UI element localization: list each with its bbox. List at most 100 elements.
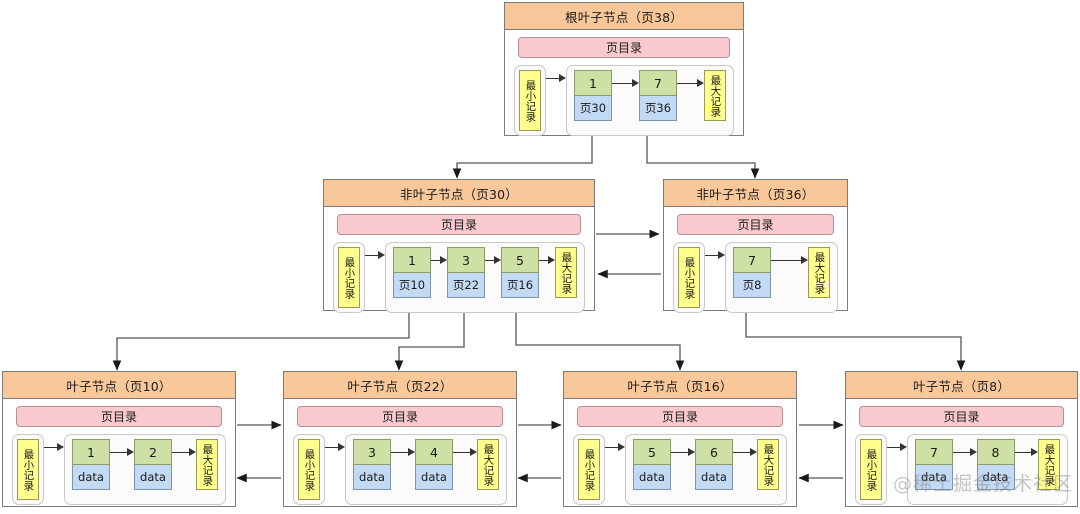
next-arrow-icon <box>612 70 639 96</box>
records-row: 最小记录 1 页10 3 页22 <box>333 242 585 313</box>
cell-key: 3 <box>353 439 391 465</box>
max-record-cell: 最大记录 <box>1038 439 1060 490</box>
cell-pointer: 页22 <box>447 273 485 298</box>
node-root-page38[interactable]: 根叶子节点（页38） 页目录 最小记录 1 页30 7 <box>504 2 744 136</box>
slots-wrapper: 5 data 6 data 最大记录 <box>625 434 787 505</box>
records-row: 最小记录 7 data 8 data <box>855 434 1068 505</box>
max-record-cell: 最大记录 <box>757 439 779 490</box>
slot-flow: 7 data 8 data 最大记录 <box>915 439 1060 500</box>
index-cell[interactable]: 7 页8 <box>733 247 771 298</box>
records-row: 最小记录 7 页8 最大记录 <box>673 242 838 313</box>
node-header: 非叶子节点（页30） <box>324 180 594 207</box>
index-cell[interactable]: 5 页16 <box>501 247 539 298</box>
slot-flow: 5 data 6 data 最大记录 <box>633 439 779 500</box>
index-cell[interactable]: 3 页22 <box>447 247 485 298</box>
node-header: 非叶子节点（页36） <box>664 180 847 207</box>
next-arrow-icon <box>1014 439 1039 465</box>
slot-flow: 1 页30 7 页36 最大记录 <box>574 70 726 131</box>
node-body: 页目录 最小记录 7 data 8 data <box>846 399 1077 514</box>
max-record-cell: 最大记录 <box>808 247 830 298</box>
min-record-wrapper: 最小记录 <box>673 242 705 313</box>
record-cell[interactable]: 1 data <box>72 439 110 490</box>
node-internal-page30[interactable]: 非叶子节点（页30） 页目录 最小记录 1 页10 3 <box>323 179 595 313</box>
cell-data: data <box>633 465 671 490</box>
page-directory-bar: 页目录 <box>859 406 1064 427</box>
next-arrow-icon <box>172 439 196 465</box>
min-record-wrapper: 最小记录 <box>855 434 887 505</box>
node-leaf-page10[interactable]: 叶子节点（页10） 页目录 最小记录 1 data 2 <box>2 371 236 507</box>
record-cell[interactable]: 2 data <box>134 439 172 490</box>
cell-key: 7 <box>733 247 771 273</box>
next-arrow-icon <box>677 70 704 96</box>
min-record-wrapper: 最小记录 <box>514 65 546 136</box>
next-arrow-icon <box>671 439 695 465</box>
slots-wrapper: 7 页8 最大记录 <box>725 242 838 313</box>
lead-arrow-icon <box>546 65 566 91</box>
record-cell[interactable]: 5 data <box>633 439 671 490</box>
index-cell[interactable]: 7 页36 <box>639 70 677 121</box>
cell-pointer: 页30 <box>574 96 612 121</box>
page-directory-bar: 页目录 <box>337 214 581 235</box>
min-record-wrapper: 最小记录 <box>12 434 44 505</box>
records-row: 最小记录 1 data 2 data <box>12 434 226 505</box>
slot-flow: 3 data 4 data 最大记录 <box>353 439 499 500</box>
cell-data: data <box>915 465 953 490</box>
cell-data: data <box>976 465 1015 490</box>
max-record-cell: 最大记录 <box>477 439 499 490</box>
lead-arrow-icon <box>605 434 625 460</box>
node-body: 页目录 最小记录 3 data 4 data <box>284 399 516 514</box>
records-row: 最小记录 3 data 4 data <box>293 434 507 505</box>
cell-pointer: 页10 <box>393 273 431 298</box>
next-arrow-icon <box>391 439 415 465</box>
min-record-cell: 最小记录 <box>17 439 39 500</box>
lead-arrow-icon <box>325 434 345 460</box>
slot-flow: 1 data 2 data 最大记录 <box>72 439 218 500</box>
node-internal-page36[interactable]: 非叶子节点（页36） 页目录 最小记录 7 页8 最大记录 <box>663 179 848 313</box>
page-directory-bar: 页目录 <box>16 406 222 427</box>
records-row: 最小记录 1 页30 7 页36 <box>514 65 734 136</box>
cell-pointer: 页8 <box>733 273 771 298</box>
slots-wrapper: 1 页30 7 页36 最大记录 <box>566 65 734 136</box>
cell-data: data <box>134 465 172 490</box>
node-leaf-page16[interactable]: 叶子节点（页16） 页目录 最小记录 5 data 6 <box>563 371 797 507</box>
page-directory-bar: 页目录 <box>677 214 834 235</box>
min-record-wrapper: 最小记录 <box>573 434 605 505</box>
index-cell[interactable]: 1 页30 <box>574 70 612 121</box>
node-leaf-page22[interactable]: 叶子节点（页22） 页目录 最小记录 3 data 4 <box>283 371 517 507</box>
record-cell[interactable]: 4 data <box>415 439 453 490</box>
record-cell[interactable]: 8 data <box>976 439 1015 490</box>
node-body: 页目录 最小记录 1 页30 7 页36 <box>505 30 743 145</box>
slots-wrapper: 1 data 2 data 最大记录 <box>64 434 226 505</box>
cell-key: 7 <box>639 70 677 96</box>
cell-data: data <box>72 465 110 490</box>
lead-arrow-icon <box>705 242 725 268</box>
min-record-cell: 最小记录 <box>578 439 600 500</box>
record-cell[interactable]: 6 data <box>695 439 733 490</box>
page-directory-bar: 页目录 <box>577 406 783 427</box>
node-body: 页目录 最小记录 7 页8 最大记录 <box>664 207 847 322</box>
node-header: 叶子节点（页22） <box>284 372 516 399</box>
record-cell[interactable]: 7 data <box>915 439 953 490</box>
node-header: 叶子节点（页10） <box>3 372 235 399</box>
lead-arrow-icon <box>365 242 385 268</box>
next-arrow-icon <box>733 439 757 465</box>
node-leaf-page8[interactable]: 叶子节点（页8） 页目录 最小记录 7 data 8 <box>845 371 1078 507</box>
page-directory-bar: 页目录 <box>297 406 503 427</box>
min-record-wrapper: 最小记录 <box>293 434 325 505</box>
min-record-cell: 最小记录 <box>860 439 882 500</box>
next-arrow-icon <box>953 439 977 465</box>
cell-pointer: 页16 <box>501 273 539 298</box>
next-arrow-icon <box>431 247 447 273</box>
max-record-cell: 最大记录 <box>704 70 726 121</box>
cell-data: data <box>695 465 733 490</box>
records-row: 最小记录 5 data 6 data <box>573 434 787 505</box>
min-record-cell: 最小记录 <box>678 247 700 308</box>
next-arrow-icon <box>771 247 808 273</box>
cell-key: 4 <box>415 439 453 465</box>
cell-key: 6 <box>695 439 733 465</box>
min-record-wrapper: 最小记录 <box>333 242 365 313</box>
node-header: 根叶子节点（页38） <box>505 3 743 30</box>
record-cell[interactable]: 3 data <box>353 439 391 490</box>
index-cell[interactable]: 1 页10 <box>393 247 431 298</box>
